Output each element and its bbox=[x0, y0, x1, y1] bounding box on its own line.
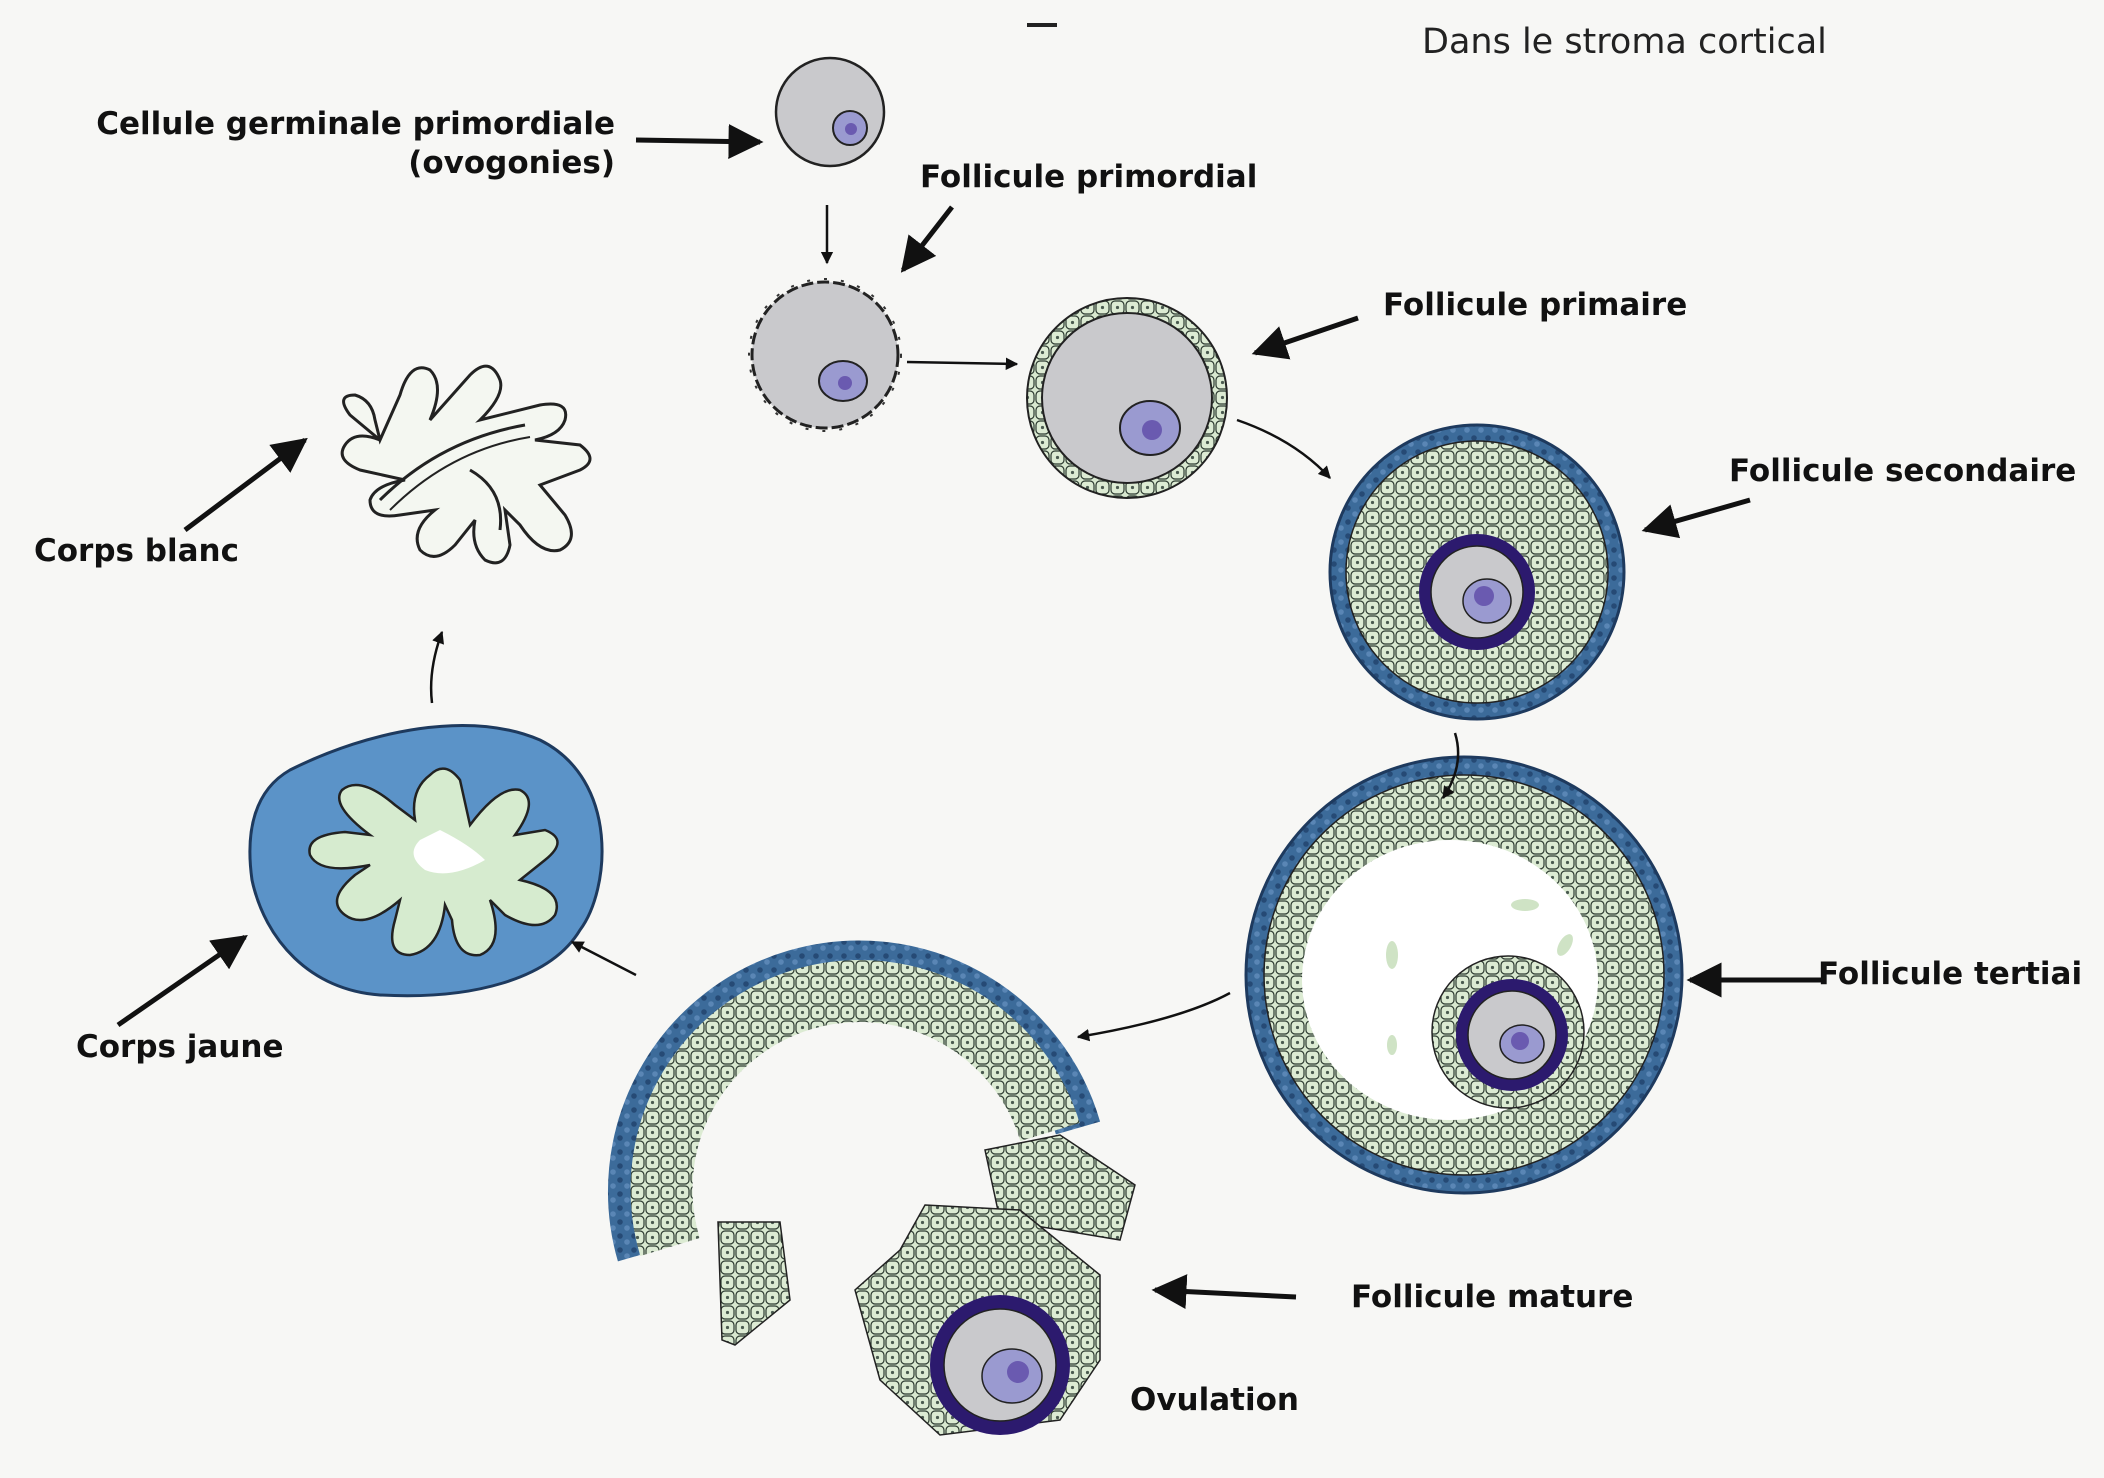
ovulated-oocyte bbox=[854, 1204, 1101, 1436]
arrow-primary-to-secondary bbox=[1236, 418, 1331, 479]
label-follicule-mature: Follicule mature bbox=[1351, 1279, 1634, 1315]
arrow-mature-label bbox=[1151, 1274, 1297, 1310]
primordial-follicle bbox=[748, 278, 902, 432]
label-cellule-germinale-line1: Cellule germinale primordiale bbox=[96, 106, 615, 142]
primary-follicle bbox=[1026, 297, 1228, 499]
label-corps-blanc: Corps blanc bbox=[34, 533, 239, 569]
arrow-primary-label bbox=[1251, 315, 1359, 360]
label-follicule-primordial: Follicule primordial bbox=[920, 159, 1258, 195]
arrow-primordial-label bbox=[900, 205, 954, 273]
label-cellule-germinale-line2: (ovogonies) bbox=[408, 144, 615, 181]
label-follicule-primaire: Follicule primaire bbox=[1383, 287, 1688, 323]
secondary-follicle bbox=[1328, 423, 1626, 721]
diagram-title: Dans le stroma cortical bbox=[1422, 22, 1827, 62]
arrow-mature-to-corps-jaune bbox=[570, 940, 637, 977]
arrow-primordial-to-primary bbox=[906, 357, 1019, 371]
primordial-germ-cell bbox=[774, 56, 886, 168]
ruptured-follicle bbox=[607, 940, 1136, 1346]
corpus-luteum bbox=[248, 724, 604, 998]
label-corps-jaune: Corps jaune bbox=[76, 1029, 284, 1065]
label-follicule-secondaire: Follicule secondaire bbox=[1729, 453, 2077, 489]
arrow-tertiary-to-mature bbox=[1076, 991, 1231, 1042]
arrow-secondary-to-tertiary bbox=[1441, 732, 1460, 800]
arrow-germ-cell bbox=[635, 123, 764, 159]
label-ovulation: Ovulation bbox=[1130, 1382, 1299, 1418]
label-cellule-germinale: Cellule germinale primordiale (ovogonies… bbox=[70, 105, 615, 183]
corpus-albicans bbox=[340, 364, 592, 565]
tertiary-follicle bbox=[1244, 755, 1684, 1195]
arrow-corps-blanc-label bbox=[183, 437, 308, 532]
label-follicule-tertiaire: Follicule tertiai bbox=[1818, 956, 2083, 992]
arrow-corps-jaune-to-blanc bbox=[429, 630, 444, 704]
arrow-secondary-label bbox=[1641, 497, 1751, 539]
arrow-corps-jaune-label bbox=[116, 934, 248, 1028]
